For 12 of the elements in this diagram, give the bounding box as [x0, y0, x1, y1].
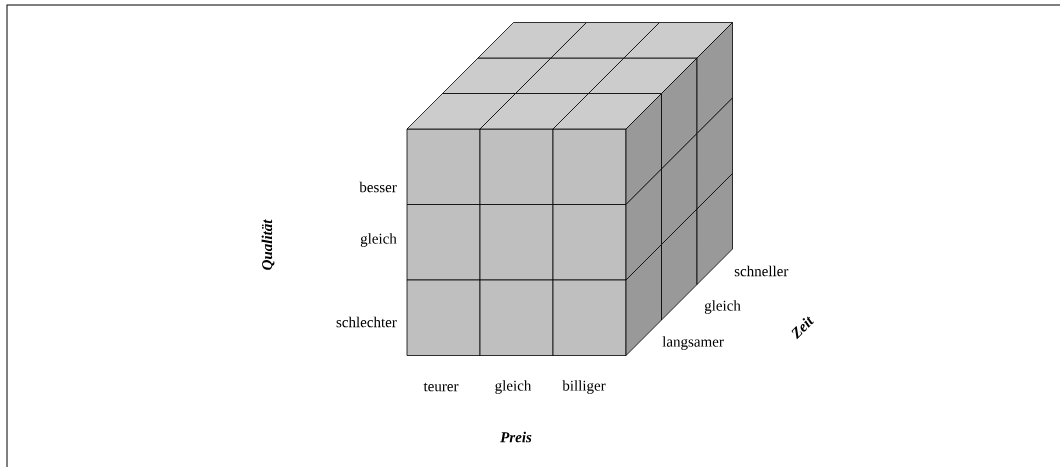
axis-label: gleich — [360, 233, 397, 247]
axis-label: schneller — [734, 265, 789, 277]
axis-label: gleich — [495, 380, 532, 394]
axis-label: langsamer — [662, 336, 724, 350]
axis-label: teurer — [423, 382, 459, 392]
axis-label: besser — [359, 181, 397, 193]
axis-label: gleich — [704, 300, 741, 314]
axis-title: Qualität — [261, 219, 275, 270]
axis-label: billiger — [562, 380, 606, 394]
axis-label: schlechter — [336, 316, 397, 328]
axis-title: Zeit — [791, 316, 814, 340]
axis-title: Preis — [500, 431, 532, 443]
